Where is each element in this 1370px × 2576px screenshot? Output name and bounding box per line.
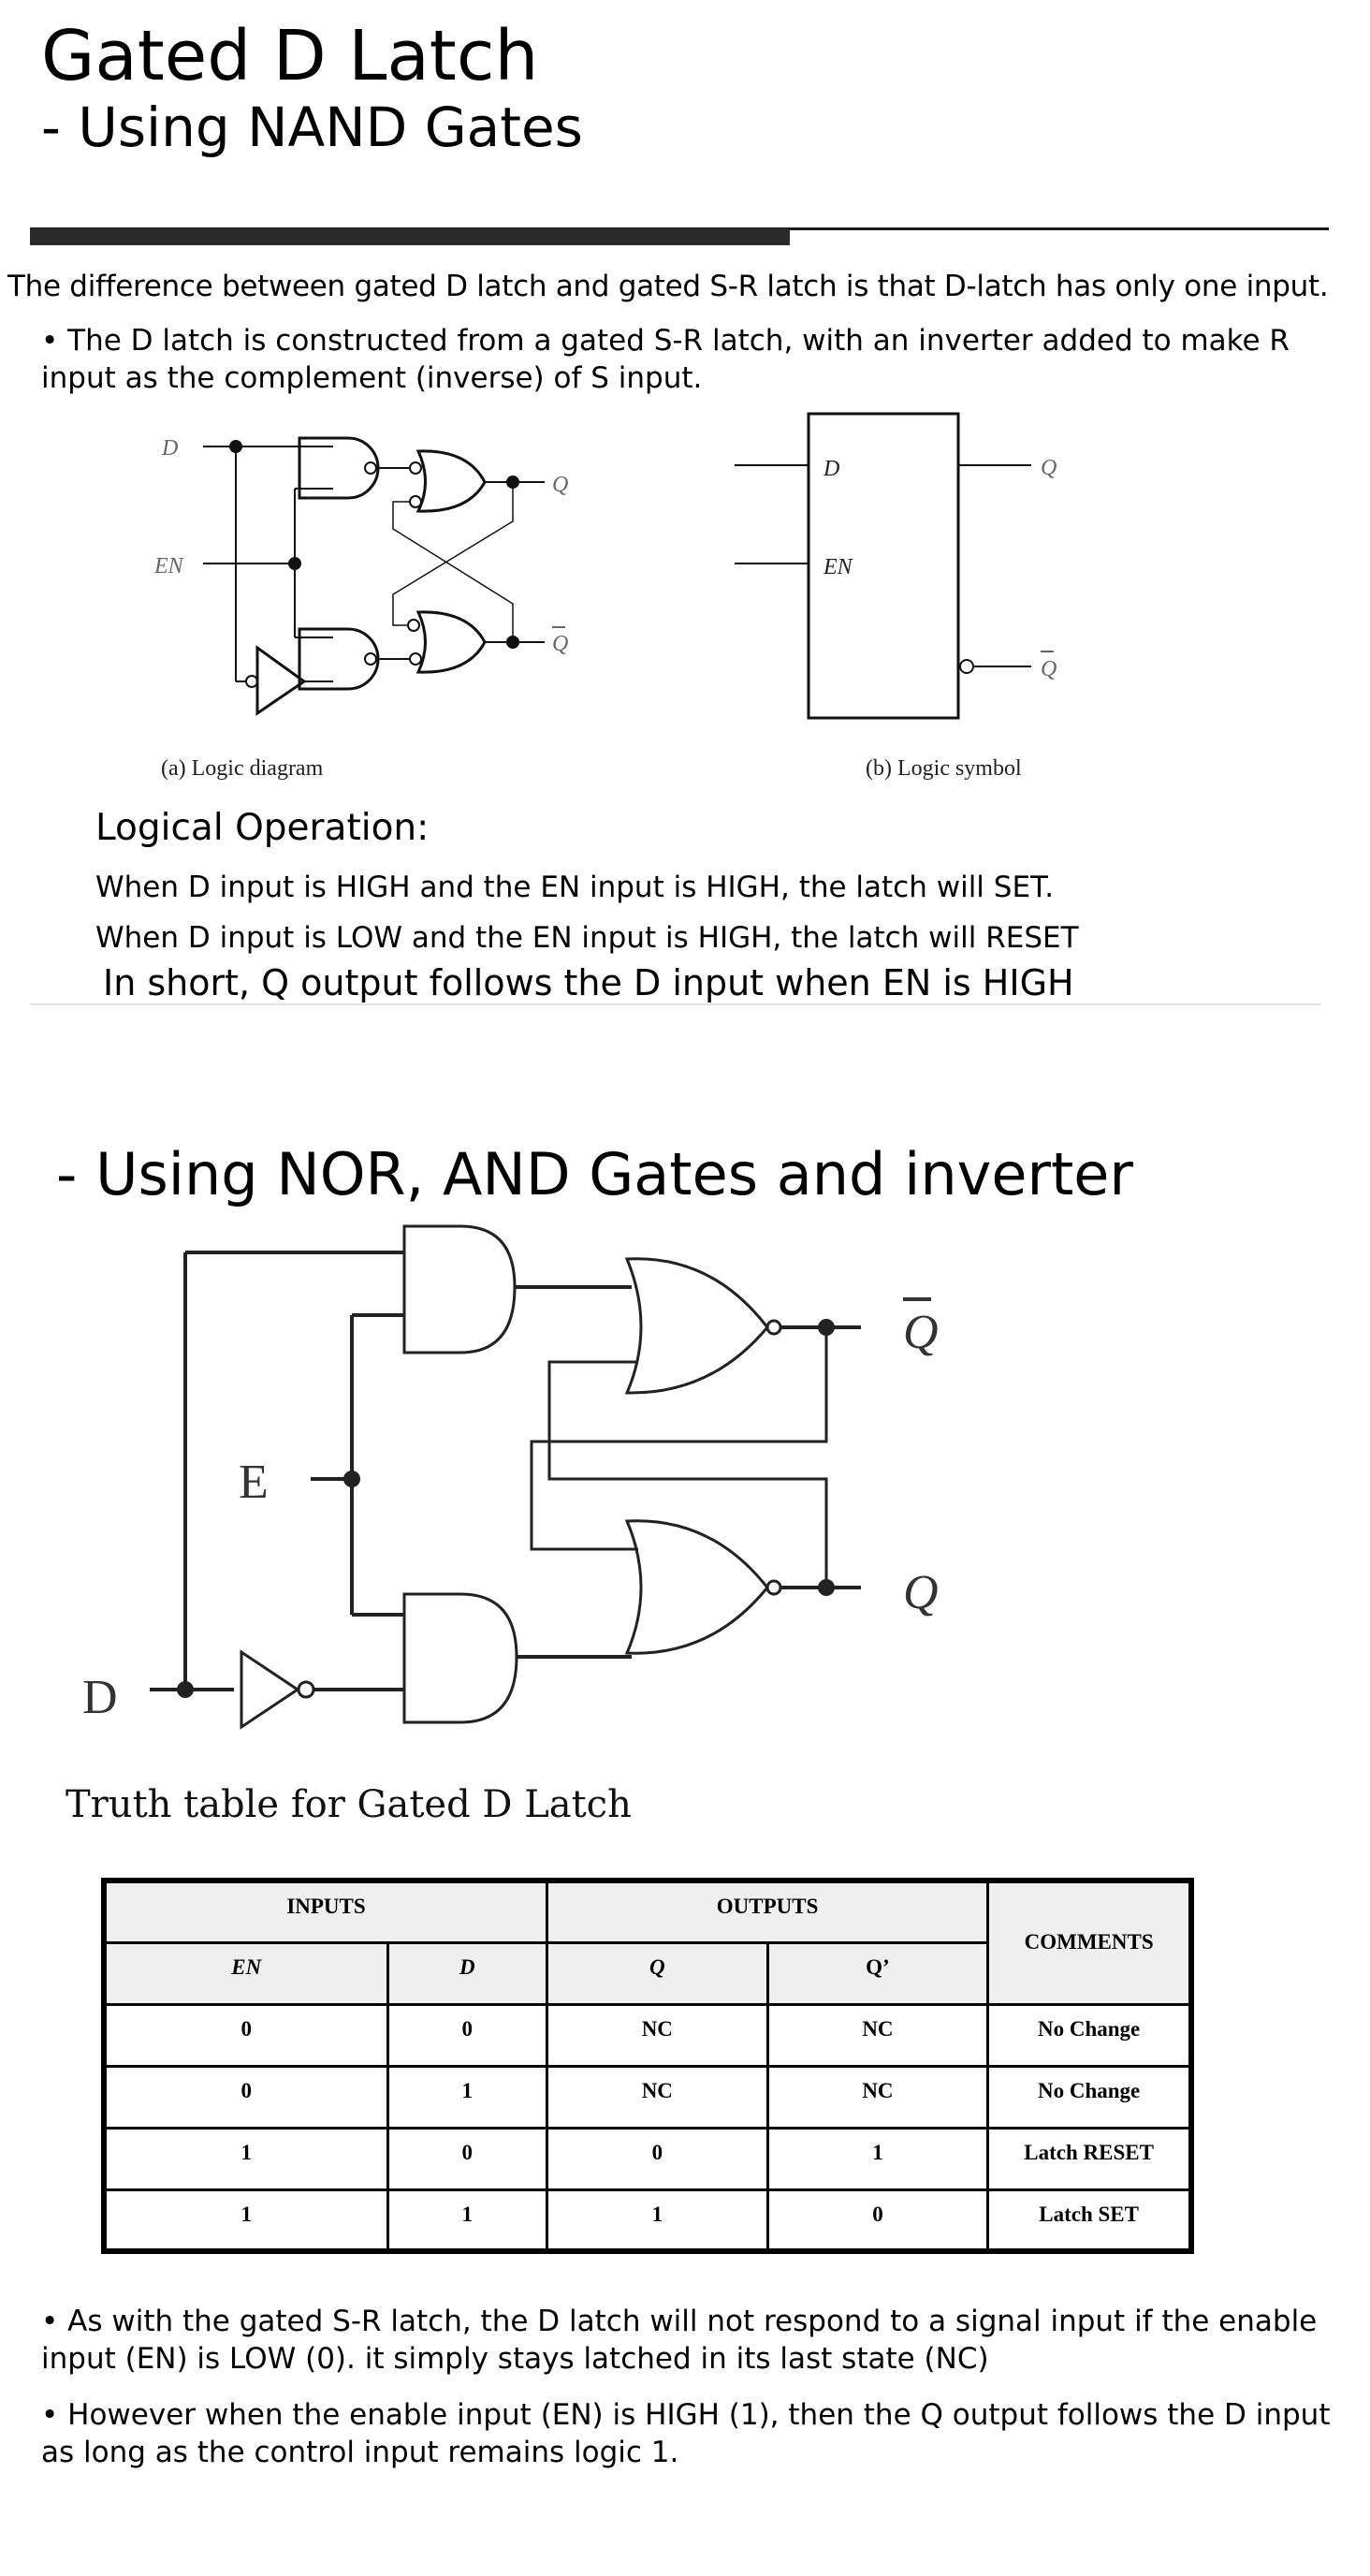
section-heading-nor: - Using NOR, AND Gates and inverter (56, 1140, 1133, 1208)
cell-en: 0 (102, 2064, 389, 2130)
nand-bubble-bottom (364, 652, 377, 666)
truth-table-title: Truth table for Gated D Latch (66, 1783, 632, 1826)
cell-en: 0 (102, 2002, 389, 2068)
and-gate-top (402, 1224, 517, 1354)
nor-gate-top (415, 449, 487, 513)
pin-d: D (823, 457, 839, 481)
cell-en: 1 (102, 2126, 389, 2191)
nor-gate-bottom (624, 1519, 769, 1655)
cell-d: 1 (386, 2188, 549, 2253)
nand-gate-top (298, 436, 380, 500)
logical-operation-line: When D input is LOW and the EN input is … (95, 921, 1079, 955)
cell-q: 0 (546, 2126, 769, 2191)
section-divider (30, 1003, 1321, 1005)
label-q: Q (552, 473, 568, 497)
table-column-header-row: EN D Q Q’ (102, 1940, 1191, 2006)
feedback-wire (530, 1327, 828, 1551)
page-title: Gated D Latch (41, 16, 539, 96)
cell-d: 0 (386, 2126, 549, 2191)
junction-dot (229, 440, 242, 453)
label-e: E (239, 1456, 269, 1509)
cell-d: 1 (386, 2064, 549, 2130)
cell-qprime: NC (765, 2002, 990, 2068)
junction-dot (177, 1681, 194, 1698)
note-bullet: • As with the gated S-R latch, the D lat… (41, 2305, 1318, 2376)
table-row: 1 0 0 1 Latch RESET (102, 2126, 1193, 2191)
logic-diagram (203, 436, 545, 716)
header-inputs: INPUTS (102, 1879, 548, 1944)
label-d: D (161, 436, 178, 461)
symbol-q: Q (1041, 456, 1057, 480)
cell-comment: Latch SET (986, 2188, 1193, 2253)
cell-qprime: NC (765, 2064, 990, 2130)
symbol-qbar: Q (1041, 657, 1057, 681)
col-qprime: Q’ (765, 1940, 990, 2006)
symbol-box (807, 412, 960, 720)
logical-operation-line: When D input is HIGH and the EN input is… (95, 871, 1055, 904)
cell-comment: Latch RESET (986, 2126, 1193, 2191)
cell-en: 1 (102, 2188, 389, 2253)
header-comments: COMMENTS (986, 1879, 1193, 2006)
header-outputs: OUTPUTS (545, 1879, 990, 1944)
intro-bullet: • The D latch is constructed from a gate… (41, 324, 1290, 395)
table-group-header-row: INPUTS OUTPUTS COMMENTS (102, 1879, 1193, 2006)
feedback-wire (547, 1360, 828, 1588)
title-divider-bar (30, 228, 790, 245)
qbar-bubble (959, 659, 974, 674)
cell-q: NC (546, 2002, 769, 2068)
label-d: D (82, 1671, 118, 1724)
cell-q: NC (546, 2064, 769, 2130)
nand-gate-bottom (298, 627, 380, 691)
junction-dot (343, 1471, 360, 1487)
nor-bubble-top (765, 1319, 782, 1336)
junction-dot (288, 557, 301, 570)
logical-operation-heading: Logical Operation: (95, 807, 430, 849)
cell-qprime: 0 (765, 2188, 990, 2253)
logic-symbol (735, 412, 1031, 720)
inverter-bubble (297, 1680, 315, 1699)
label-qbar: Q (903, 1306, 939, 1359)
inverter-gate (255, 645, 307, 716)
inverter-bubble (245, 675, 258, 688)
cell-comment: No Change (986, 2002, 1193, 2068)
feedback-wire (392, 501, 514, 642)
feedback-wire (392, 482, 514, 626)
cell-qprime: 1 (765, 2126, 990, 2191)
nor-gate-bottom (415, 610, 487, 674)
pin-en: EN (823, 555, 854, 579)
note-bullet: • However when the enable input (EN) is … (41, 2398, 1331, 2469)
intro-paragraph: The difference between gated D latch and… (7, 270, 1329, 303)
table-row: 0 0 NC NC No Change (102, 2002, 1193, 2068)
inverter-gate (240, 1649, 300, 1730)
caption-logic-diagram: (a) Logic diagram (161, 756, 324, 781)
cell-comment: No Change (986, 2064, 1193, 2130)
nor-gate-top (624, 1257, 769, 1395)
col-d: D (386, 1940, 549, 2006)
table-row: 0 1 NC NC No Change (102, 2064, 1193, 2130)
logical-operation-summary: In short, Q output follows the D input w… (103, 962, 1074, 1003)
and-gate-bottom (402, 1592, 518, 1724)
nand-latch-figure: D EN Q Q (a) Logic diagram D EN Q Q (b) … (153, 412, 1057, 781)
label-qbar: Q (552, 632, 568, 656)
nand-bubble-top (364, 461, 377, 475)
col-en: EN (102, 1940, 389, 2006)
page-subtitle: - Using NAND Gates (41, 95, 583, 159)
nor-bubble-bottom (765, 1579, 782, 1596)
caption-logic-symbol: (b) Logic symbol (866, 756, 1022, 781)
nor-latch-diagram: E D Q Q (82, 1224, 939, 1730)
cell-d: 0 (386, 2002, 549, 2068)
col-q: Q (546, 1940, 769, 2006)
label-q: Q (903, 1566, 939, 1619)
table-row: 1 1 1 0 Latch SET (102, 2188, 1193, 2253)
truth-table: INPUTS OUTPUTS COMMENTS EN D Q Q’ 0 0 NC… (101, 1878, 1194, 2254)
cell-q: 1 (546, 2188, 769, 2253)
label-en: EN (153, 554, 185, 578)
